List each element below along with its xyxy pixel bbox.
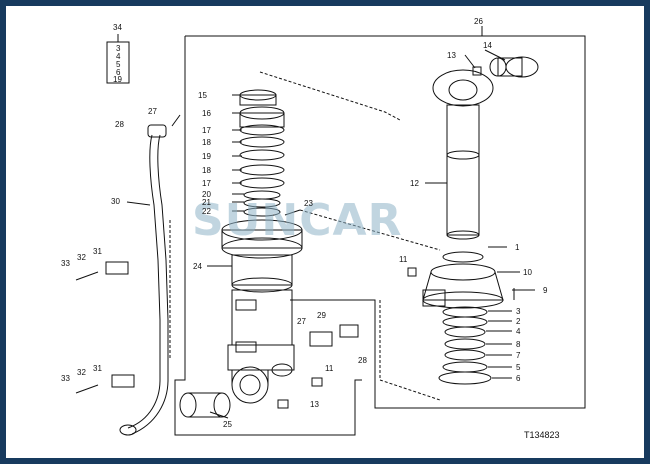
callout-16: 16 xyxy=(202,109,211,118)
figure-reference: T134823 xyxy=(524,430,560,440)
part-3-seal xyxy=(442,306,488,318)
callout-32: 32 xyxy=(77,253,86,262)
part-29-clamp-b xyxy=(339,324,359,338)
part-19-ring xyxy=(239,149,285,161)
part-31-clamp-b xyxy=(111,374,135,388)
callout-29: 29 xyxy=(317,311,326,320)
callout-11b: 11 xyxy=(325,364,334,373)
callout-1: 1 xyxy=(515,243,520,252)
part-11-fitting xyxy=(407,267,417,277)
center-line-3 xyxy=(379,300,441,401)
callout-31b: 31 xyxy=(93,364,102,373)
callout-32b: 32 xyxy=(77,368,86,377)
callout-12: 12 xyxy=(410,179,419,188)
callout-27: 27 xyxy=(148,107,157,116)
center-line-1 xyxy=(259,71,401,121)
part-rod-eye xyxy=(432,69,494,107)
watermark: SUNCAR xyxy=(192,195,402,246)
callout-27b: 27 xyxy=(297,317,306,326)
kit-item: 4 xyxy=(116,52,121,61)
part-29-clamp xyxy=(309,331,333,347)
part-21-seal xyxy=(243,198,281,208)
rod-eye xyxy=(231,366,269,404)
callout-4: 4 xyxy=(516,327,521,336)
callout-17: 17 xyxy=(202,126,211,135)
part-17-ring-b xyxy=(239,177,285,189)
callout-13: 13 xyxy=(447,51,456,60)
part-31-clamp-a xyxy=(105,261,129,275)
callout-6: 6 xyxy=(516,374,521,383)
clamp-lower xyxy=(235,341,257,353)
kit-item: 19 xyxy=(113,75,122,84)
callout-3: 3 xyxy=(516,307,521,316)
callout-28b: 28 xyxy=(358,356,367,365)
part-8-seal xyxy=(444,338,486,350)
callout-15: 15 xyxy=(198,91,207,100)
assembly-bracket-lines xyxy=(174,35,586,436)
callout-9: 9 xyxy=(543,286,548,295)
callout-20: 20 xyxy=(202,190,211,199)
center-line-2 xyxy=(299,209,441,251)
kit-item: 6 xyxy=(116,68,121,77)
grease-port xyxy=(271,363,293,377)
callout-22: 22 xyxy=(202,207,211,216)
tube-fitting xyxy=(147,124,167,138)
callout-31: 31 xyxy=(93,247,102,256)
callout-33b: 33 xyxy=(61,374,70,383)
callout-26: 26 xyxy=(474,17,483,26)
callout-21: 21 xyxy=(202,198,211,207)
part-6-seal xyxy=(438,371,492,385)
callout-30: 30 xyxy=(111,197,120,206)
part-12-rod xyxy=(446,104,480,236)
kit-item: 3 xyxy=(116,44,121,53)
part-11b-fitting xyxy=(311,377,323,387)
callout-labels: 26 15 16 17 18 19 18 17 20 21 22 23 24 3… xyxy=(61,17,548,429)
callout-10: 10 xyxy=(523,268,532,277)
callout-17b: 17 xyxy=(202,179,211,188)
callout-14: 14 xyxy=(483,41,492,50)
callout-28: 28 xyxy=(115,120,124,129)
part-13b-fitting xyxy=(277,399,289,409)
part-5-seal xyxy=(442,361,488,373)
part-22-seal xyxy=(243,207,281,217)
part-13-fitting xyxy=(472,66,482,76)
callout-18b: 18 xyxy=(202,166,211,175)
part-18-ring-b xyxy=(239,164,285,176)
callout-7: 7 xyxy=(516,351,521,360)
callout-33: 33 xyxy=(61,259,70,268)
callout-13b: 13 xyxy=(310,400,319,409)
part-1-ring xyxy=(442,251,484,263)
callout-8: 8 xyxy=(516,340,521,349)
part-30-tube xyxy=(127,134,161,429)
part-24-tube xyxy=(231,254,293,286)
part-2-seal xyxy=(442,316,488,328)
kit-box-text: 34 3 4 5 6 19 xyxy=(113,23,122,84)
svg-text:34: 34 xyxy=(113,23,122,32)
part-18-ring xyxy=(239,136,285,148)
part-10-head xyxy=(430,263,496,281)
clamp-upper xyxy=(235,299,257,311)
kit-item: 5 xyxy=(116,60,121,69)
callout-11: 11 xyxy=(399,255,408,264)
callout-25: 25 xyxy=(223,420,232,429)
callout-24: 24 xyxy=(193,262,202,271)
part-7-seal xyxy=(444,349,486,361)
callout-18: 18 xyxy=(202,138,211,147)
part-4-seal xyxy=(444,326,486,338)
callout-19: 19 xyxy=(202,152,211,161)
callout-23: 23 xyxy=(304,199,313,208)
callout-5: 5 xyxy=(516,363,521,372)
callout-2: 2 xyxy=(516,317,521,326)
part-25-bushing xyxy=(179,392,197,418)
